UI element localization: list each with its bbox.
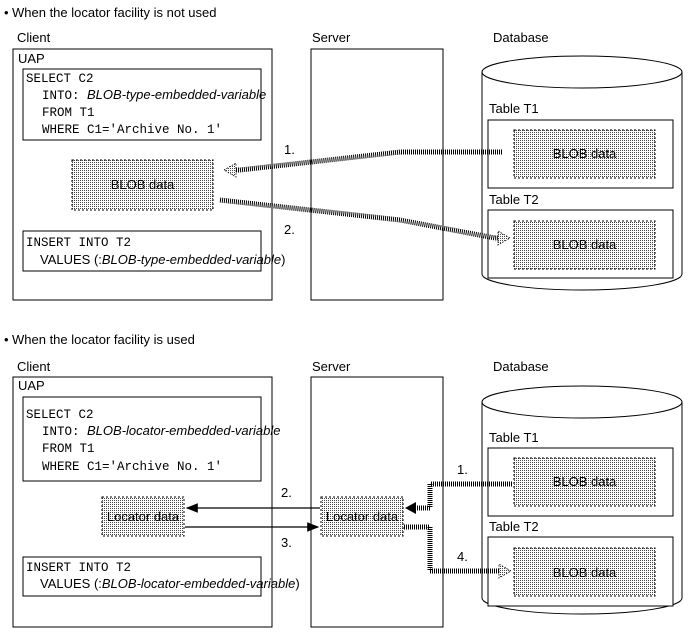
table-t1-blob-label-2: BLOB data xyxy=(553,474,617,489)
uap-label: UAP xyxy=(18,51,45,66)
section1-heading: When the locator facility is not used xyxy=(12,5,217,20)
section2-heading: When the locator facility is used xyxy=(12,332,195,347)
server-label: Server xyxy=(312,30,351,45)
sql-from-line-2: FROM T1 xyxy=(42,442,95,456)
database-label: Database xyxy=(493,30,549,45)
select-sql-box xyxy=(22,68,262,141)
sql-into-keyword-2: INTO: xyxy=(42,425,87,439)
table-t1-blob-label: BLOB data xyxy=(553,146,617,161)
table-t1-text: Table T1 xyxy=(489,101,539,116)
step-4-label-2: 4. xyxy=(457,549,468,564)
table-t2-blob-box-2 xyxy=(513,547,656,597)
sql-into-line: INTO: BLOB-type-embedded-variable xyxy=(42,87,266,103)
sql-select-line: SELECT C2 xyxy=(26,72,94,86)
sql-where-line: WHERE C1='Archive No. 1' xyxy=(42,123,222,137)
sql-into-variable: BLOB-type-embedded-variable xyxy=(87,87,266,102)
client-locator-label: Locator data xyxy=(107,509,180,524)
flow-arrow-2 xyxy=(219,197,511,246)
table-t1-blob-box-2 xyxy=(513,457,656,507)
table-t2-blob-box xyxy=(513,220,656,270)
server-label-2: Server xyxy=(312,359,351,374)
client-label-2: Client xyxy=(17,359,51,374)
section2-bullet: • xyxy=(4,332,9,347)
flow-arrow-1 xyxy=(223,149,502,178)
step-1-label-2: 1. xyxy=(457,462,468,477)
table-t2-blob-label-2: BLOB data xyxy=(553,565,617,580)
sql-values-line-2: VALUES (:BLOB-locator-embedded-variable) xyxy=(40,576,300,591)
sql-values-variable-2: BLOB-locator-embedded-variable xyxy=(102,576,295,591)
table-t2-label: Table T2 xyxy=(489,192,539,207)
section1-bullet: • xyxy=(4,5,9,20)
insert-sql-box xyxy=(22,230,262,272)
sql-insert-line: INSERT INTO T2 xyxy=(26,236,131,250)
client-locator-box xyxy=(101,496,185,537)
section-used: • When the locator facility is used Clie… xyxy=(4,332,683,628)
sql-into-variable-2: BLOB-locator-embedded-variable xyxy=(87,423,280,438)
table-t2-label-2: Table T2 xyxy=(489,519,539,534)
server-locator-box xyxy=(320,496,404,537)
sql-values-line: VALUES (:BLOB-type-embedded-variable) xyxy=(40,252,285,267)
table-t2-blob-label: BLOB data xyxy=(553,237,617,252)
sql-values-close: ) xyxy=(281,252,285,267)
database-cylinder-top xyxy=(481,55,683,89)
sql-where-line-2: WHERE C1='Archive No. 1' xyxy=(42,460,222,474)
sql-values-variable: BLOB-type-embedded-variable xyxy=(102,252,281,267)
server-locator-label: Locator data xyxy=(326,509,399,524)
section-not-used: • When the locator facility is not used … xyxy=(4,5,683,301)
sql-from-line: FROM T1 xyxy=(42,106,95,120)
sql-into-line-2: INTO: BLOB-locator-embedded-variable xyxy=(42,423,280,439)
step-2-label: 2. xyxy=(284,222,295,237)
step-1-label: 1. xyxy=(284,142,295,157)
table-t1-label: Table T1 xyxy=(489,101,539,116)
sql-values-close-2: ) xyxy=(295,576,299,591)
client-blob-label: BLOB data xyxy=(111,177,175,192)
sql-insert-line-2: INSERT INTO T2 xyxy=(26,561,131,575)
sql-select-line-2: SELECT C2 xyxy=(26,408,94,422)
flow-arrow-1-locator xyxy=(405,481,512,514)
flow-arrow-4-locator xyxy=(404,524,512,579)
sql-values-keyword-2: VALUES (: xyxy=(40,576,102,591)
sql-into-keyword: INTO: xyxy=(42,89,87,103)
client-blob-box xyxy=(71,159,214,211)
server-box xyxy=(310,48,444,301)
step-3-label-2: 3. xyxy=(281,535,292,550)
database-label-2: Database xyxy=(493,359,549,374)
insert-sql-box-2 xyxy=(22,556,262,597)
client-label: Client xyxy=(17,30,51,45)
step-2-label-2: 2. xyxy=(281,485,292,500)
table-t1-blob-box xyxy=(513,129,656,179)
database-cylinder-top-2 xyxy=(481,385,683,419)
select-sql-box-2 xyxy=(22,396,262,482)
sql-values-keyword: VALUES (: xyxy=(40,252,102,267)
table-t1-label-2: Table T1 xyxy=(489,430,539,445)
uap-label-2: UAP xyxy=(18,378,45,393)
